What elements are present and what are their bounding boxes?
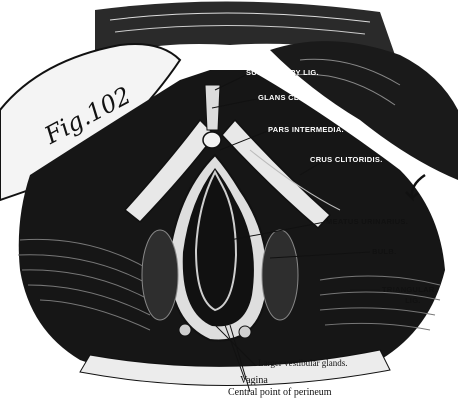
label-bulb: BULB. bbox=[372, 247, 396, 256]
label-crus-clitoridis: CRUS CLITORIDIS. bbox=[310, 155, 383, 164]
label-suspensory-ligament: SUSPENSORY LIG. bbox=[246, 68, 319, 77]
caption-vestibular-glands: Larger vestibular glands. bbox=[258, 358, 348, 368]
right-bulb bbox=[262, 230, 298, 320]
label-meatus-urinarius: MEATUS URINARIUS. bbox=[326, 217, 408, 226]
caption-central-point-perineum: Central point of perineum bbox=[228, 387, 332, 398]
label-glans-clitoridis: GLANS CLIT. bbox=[258, 93, 308, 102]
label-pars-intermedia: PARS INTERMEDIA. bbox=[268, 125, 344, 134]
caption-vagina: Vagina bbox=[240, 375, 268, 386]
label-triangular-1: TRIANGULAR bbox=[382, 285, 435, 294]
right-vestibular-gland bbox=[239, 326, 251, 338]
glans bbox=[203, 132, 221, 148]
left-vestibular-gland bbox=[179, 324, 191, 336]
left-bulb bbox=[142, 230, 178, 320]
label-triangular-2: LIG. bbox=[405, 296, 421, 305]
